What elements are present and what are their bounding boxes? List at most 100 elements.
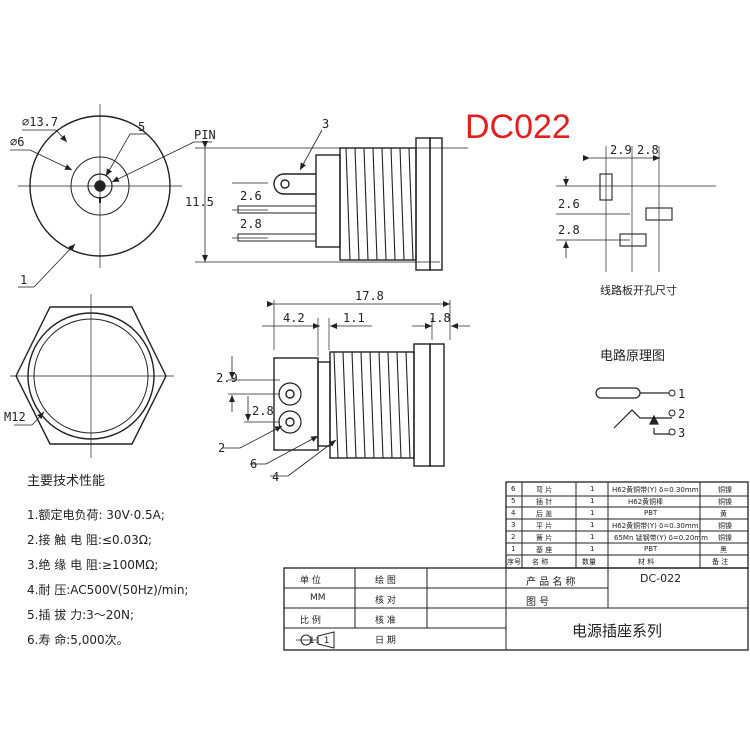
pcb-dim-y2: 2.8: [558, 223, 580, 237]
part-qty-4: 1: [590, 509, 595, 517]
header-material: 材 料: [638, 558, 655, 566]
part-name-4: 后 盖: [536, 510, 553, 518]
title-unit-label: 单 位: [300, 576, 321, 586]
side-height-dim: 11.5: [185, 195, 214, 209]
part-qty-6: 1: [590, 485, 595, 493]
bottom-label-6: 6: [250, 457, 257, 471]
product-series: 电源插座系列: [572, 622, 663, 640]
part-note-6: 铜镍: [718, 486, 732, 494]
product-name-value: DC-022: [640, 572, 682, 585]
spec-item-withstand-voltage: 4.耐 压:AC500V(50Hz)/min;: [27, 583, 189, 597]
part-no-2: 2: [511, 533, 516, 541]
part-no-4: 4: [511, 509, 516, 517]
title-scale-value: 1：1: [309, 636, 330, 646]
product-name-label: 产 品 名 称: [526, 577, 576, 588]
part-material-2: 65Mn 锰钢带(Y) δ=0.20mm: [614, 534, 708, 542]
part-qty-3: 1: [590, 521, 595, 529]
schematic-pin-terminals: [668, 389, 676, 436]
schematic-pin-2: 2: [678, 407, 685, 421]
header-qty: 数量: [582, 558, 596, 566]
part-no-3: 3: [511, 521, 516, 529]
pcb-dim-x2: 2.8: [637, 143, 659, 157]
thread-line: [378, 351, 384, 459]
part-note-2: 铜镍: [718, 534, 732, 542]
title-approve-label: 核 准: [375, 616, 396, 626]
front-label-pin: PIN: [194, 128, 216, 142]
header-no: 序号: [507, 558, 521, 566]
spec-item-contact-resistance: 2.接 触 电 阻:≤0.03Ω;: [27, 533, 152, 547]
part-material-3: H62黄铜带(Y) δ=0.30mm: [612, 522, 699, 530]
spec-item-insulation-resistance: 3.绝 缘 电 阻:≥100MΩ;: [27, 558, 159, 572]
part-no-5: 5: [511, 497, 516, 505]
header-name: 名 称: [532, 558, 549, 566]
drawing-no-label: 图 号: [526, 597, 550, 608]
spec-item-lifespan: 6.寿 命:5,000次。: [27, 633, 129, 647]
spec-item-rated-load: 1.额定电负荷: 30V·0.5A;: [27, 508, 165, 522]
part-note-1: 黑: [720, 546, 727, 554]
header-note: 备 注: [712, 558, 729, 566]
specs-heading: 主要技术性能: [27, 474, 106, 489]
side-dim-a: 2.6: [240, 189, 262, 203]
side-dim-b: 2.8: [240, 217, 262, 231]
thread-line: [354, 147, 360, 261]
thread-line: [405, 351, 411, 459]
pcb-caption: 线路板开孔尺寸: [600, 283, 677, 297]
bottom-dim-a: 4.2: [283, 311, 305, 325]
part-no-1: 1: [511, 545, 516, 553]
part-qty-5: 1: [590, 497, 595, 505]
title-unit-value: MM: [310, 593, 326, 603]
thread-line: [363, 147, 369, 261]
side-label-3: 3: [322, 117, 329, 131]
title-block-grid: [283, 567, 749, 651]
thread-line: [390, 147, 396, 261]
part-name-5: 插 针: [536, 498, 553, 506]
thread-line: [408, 147, 414, 261]
part-note-5: 铜镍: [718, 498, 732, 506]
thread-line: [387, 351, 393, 459]
pcb-dim-x1: 2.9: [610, 143, 632, 157]
front-outer-diameter: ⌀13.7: [22, 115, 58, 129]
bottom-view: [222, 300, 470, 477]
front-label-1: 1: [20, 273, 27, 287]
part-material-1: PBT: [644, 545, 658, 553]
schematic-pin-1: 1: [678, 387, 685, 401]
bottom-dim-e: 2.8: [252, 404, 274, 418]
front-view: [10, 104, 212, 288]
bottom-label-4: 4: [272, 470, 279, 484]
part-no-6: 6: [511, 485, 516, 493]
title-check-label: 核 对: [375, 596, 396, 606]
front-label-5: 5: [138, 120, 145, 134]
bottom-label-2: 2: [218, 441, 225, 455]
thread-line: [396, 351, 402, 459]
part-material-6: H62黄铜带(Y) δ=0.30mm: [612, 486, 699, 494]
pcb-hole-layout: [556, 146, 716, 272]
part-material-4: PBT: [644, 509, 658, 517]
title-draw-label: 绘 图: [375, 576, 396, 586]
hex-thread-label: M12: [4, 410, 26, 424]
thread-line: [369, 351, 375, 459]
bottom-total-dim: 17.8: [355, 289, 384, 303]
part-qty-2: 1: [590, 533, 595, 541]
parts-table-grid: [505, 481, 749, 569]
schematic-caption: 电路原理图: [600, 348, 665, 364]
bottom-dim-c: 1.8: [429, 311, 451, 325]
pcb-dim-y1: 2.6: [558, 197, 580, 211]
part-name-3: 平 片: [536, 522, 553, 530]
part-name-6: 弯 片: [536, 486, 553, 494]
bottom-dim-b: 1.1: [343, 311, 365, 325]
thread-line: [351, 351, 357, 459]
part-name-2: 簧 片: [536, 534, 553, 542]
thread-line: [381, 147, 387, 261]
drawing-title: DC022: [465, 108, 571, 146]
part-note-3: 铜镍: [718, 522, 732, 530]
thread-line: [399, 147, 405, 261]
title-scale-label: 比 例: [300, 616, 321, 626]
spec-item-insertion-force: 5.插 拔 力:3～20N;: [27, 608, 135, 622]
hex-view: [10, 294, 174, 458]
thread-line: [333, 351, 339, 459]
thread-line: [342, 351, 348, 459]
title-date-label: 日 期: [375, 636, 396, 646]
side-view: [195, 129, 468, 271]
part-material-5: H62黄铜棒: [628, 498, 664, 506]
